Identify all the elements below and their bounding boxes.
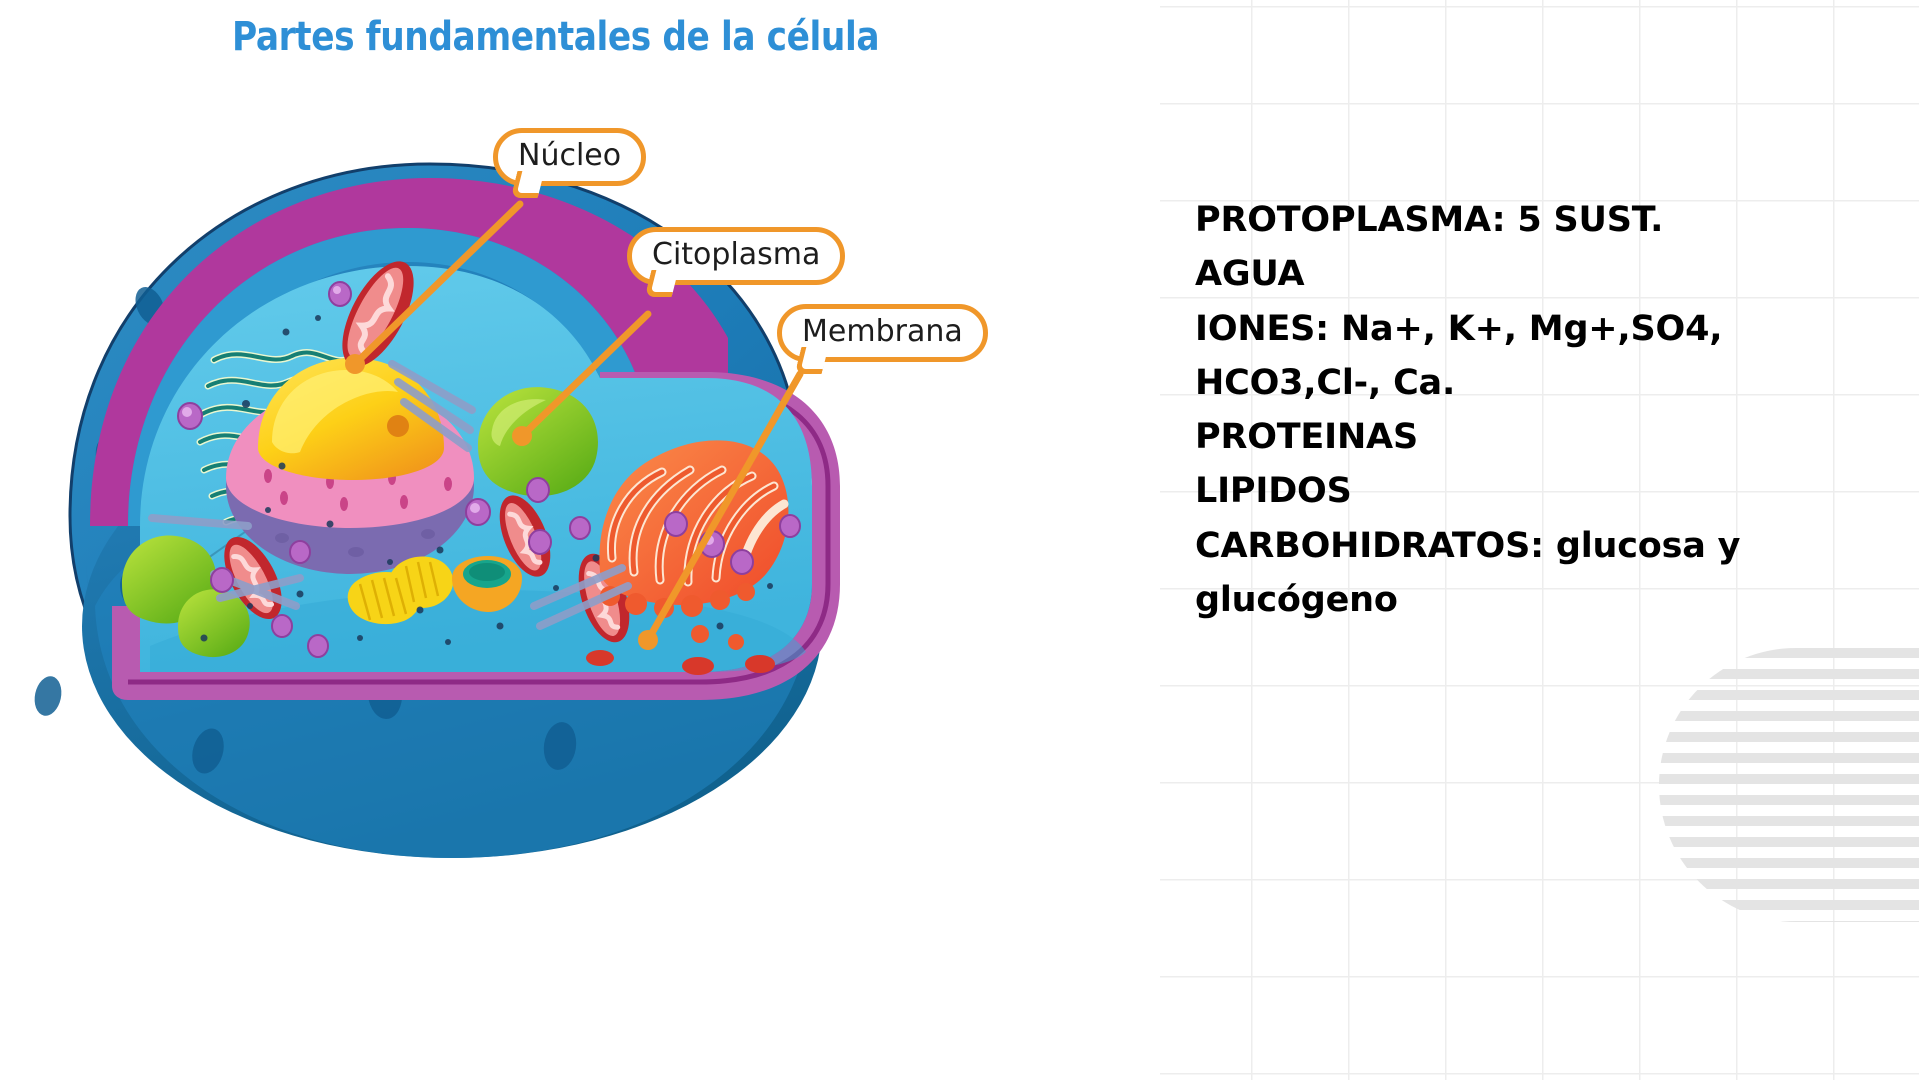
callout-nucleo-label: Núcleo — [518, 138, 622, 173]
notes-line-3: IONES: Na+, K+, Mg+,SO4, — [1195, 308, 1723, 349]
vacuoles — [122, 387, 598, 658]
leader-line-nucleo — [351, 200, 524, 368]
callout-membrana[interactable]: Membrana — [777, 304, 988, 362]
centriole — [347, 556, 454, 625]
cytoskeleton — [148, 360, 632, 630]
callout-leader-dots — [345, 354, 658, 650]
notes-line-8: glucógeno — [1195, 579, 1398, 620]
striped-half-circle-decoration-right — [1659, 648, 1919, 922]
notes-line-4: HCO3,Cl-, Ca. — [1195, 362, 1456, 403]
callout-membrana-label: Membrana — [802, 314, 963, 349]
leader-dot-citoplasma — [512, 426, 532, 446]
leader-line-membrana — [644, 370, 804, 644]
callout-leader-lines — [351, 200, 804, 644]
callout-nucleo[interactable]: Núcleo — [493, 128, 647, 186]
nucleus — [226, 358, 474, 574]
callout-citoplasma[interactable]: Citoplasma — [627, 227, 846, 285]
notes-line-2: AGUA — [1195, 254, 1305, 295]
notes-line-6: LIPIDOS — [1195, 471, 1352, 512]
notes-line-1: PROTOPLASMA: 5 SUST. — [1195, 200, 1664, 240]
notes-line-7: CARBOHIDRATOS: glucosa y — [1195, 525, 1741, 566]
callout-citoplasma-label: Citoplasma — [652, 237, 821, 272]
ribosomes — [177, 281, 801, 658]
leader-dot-nucleo — [345, 354, 365, 374]
animal-cell-diagram — [34, 162, 840, 858]
leader-line-citoplasma — [518, 310, 652, 440]
page-title: Partes fundamentales de la célula — [232, 14, 880, 60]
leader-dot-membrana — [638, 630, 658, 650]
notes-line-5: PROTEINAS — [1195, 417, 1418, 457]
lysosome — [452, 556, 522, 612]
notes-text-block: PROTOPLASMA: 5 SUST. AGUA IONES: Na+, K+… — [1195, 193, 1885, 627]
